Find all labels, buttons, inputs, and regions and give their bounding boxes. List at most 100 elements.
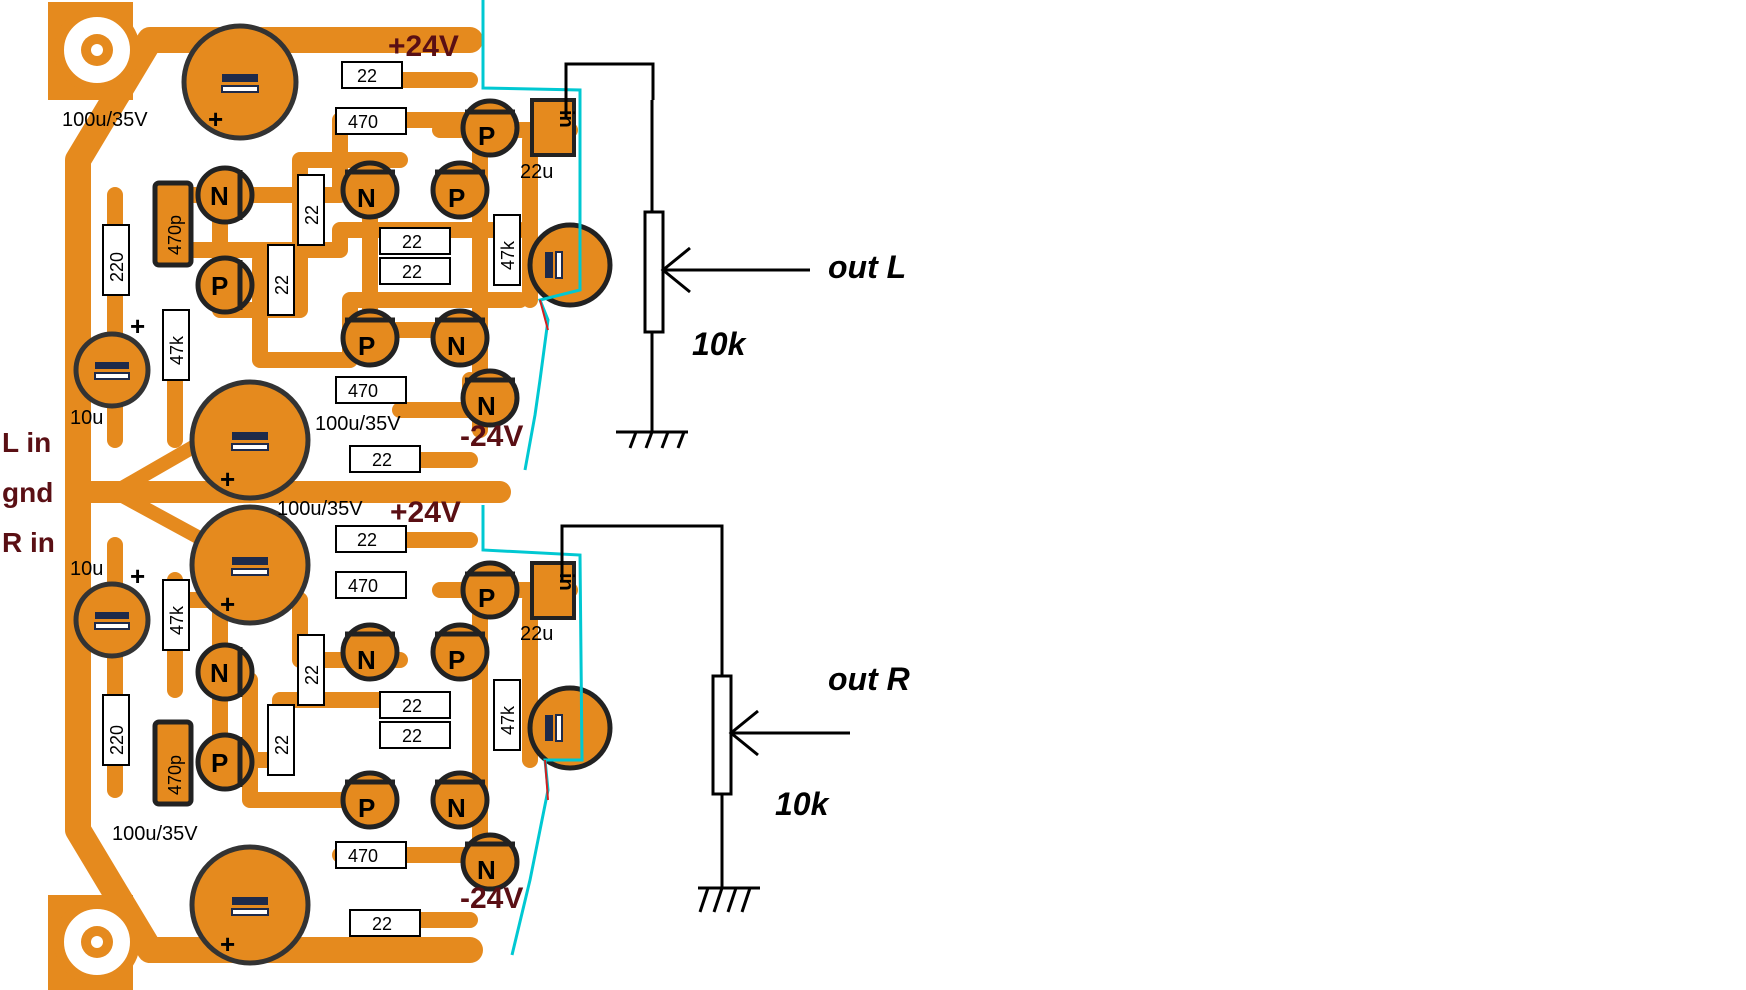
transistor-2: P	[195, 255, 255, 315]
svg-text:22: 22	[402, 232, 422, 252]
cap-in-label: 10u	[70, 558, 103, 580]
channel-left: + 100u/35V + 100u/35V + 10u 22 470 22	[62, 23, 613, 501]
cap-big-1: +	[189, 504, 311, 626]
resistor-b: 470	[335, 107, 407, 135]
transistor-2: P	[195, 732, 255, 792]
cap-in: +	[73, 561, 151, 659]
svg-text:22: 22	[302, 205, 322, 225]
board-cut-edge	[481, 0, 584, 956]
transistor-1: N	[195, 165, 255, 225]
cap-big-2: +	[189, 379, 311, 501]
svg-text:P: P	[478, 583, 495, 613]
l-in-label: L in	[2, 427, 51, 458]
svg-text:P: P	[448, 645, 465, 675]
svg-text:22: 22	[372, 914, 392, 934]
svg-text:22: 22	[357, 66, 377, 86]
svg-text:N: N	[357, 645, 376, 675]
transistor-3: N	[340, 160, 400, 220]
svg-text:470p: 470p	[165, 755, 185, 795]
svg-text:+: +	[130, 561, 145, 591]
svg-text:47k: 47k	[498, 240, 518, 270]
minus24-top-label: -24V	[460, 420, 523, 453]
transistor-5: P	[460, 560, 520, 620]
svg-text:470: 470	[348, 846, 378, 866]
cap-in: +	[73, 311, 151, 409]
transistor-4: P	[430, 160, 490, 220]
resistor-f: 22	[267, 704, 295, 776]
out-marker: in	[530, 561, 577, 620]
svg-text:220: 220	[107, 252, 127, 282]
svg-text:22: 22	[402, 696, 422, 716]
transistor-7: N	[430, 308, 490, 368]
svg-text:in: in	[555, 573, 577, 591]
svg-text:47k: 47k	[167, 605, 187, 635]
svg-text:+: +	[208, 104, 223, 134]
output-pot-right	[560, 524, 850, 913]
resistor-h: 22	[349, 445, 421, 473]
cap-out-label: 22u	[520, 623, 553, 645]
output-pot-left	[564, 62, 810, 449]
resistor-c: 22	[297, 634, 325, 706]
svg-text:N: N	[210, 658, 229, 688]
cap-in-label: 10u	[70, 407, 103, 429]
svg-text:47k: 47k	[498, 705, 518, 735]
transistor-6: P	[340, 308, 400, 368]
cap-out-label: 22u	[520, 161, 553, 183]
svg-text:+: +	[130, 311, 145, 341]
resistor-g: 470	[335, 376, 407, 404]
resistor-d: 22	[379, 691, 451, 719]
svg-text:P: P	[211, 271, 228, 301]
svg-text:22: 22	[357, 530, 377, 550]
transistor-7: N	[430, 770, 490, 830]
svg-text:P: P	[478, 121, 495, 151]
svg-text:+: +	[220, 929, 235, 959]
svg-text:22: 22	[272, 735, 292, 755]
svg-text:22: 22	[272, 275, 292, 295]
resistor-c: 22	[297, 174, 325, 246]
svg-text:+: +	[220, 589, 235, 619]
cap-out	[527, 222, 613, 308]
transistor-6: P	[340, 770, 400, 830]
svg-text:22: 22	[372, 450, 392, 470]
cap-big-1-label: 100u/35V	[62, 109, 148, 131]
svg-text:N: N	[447, 331, 466, 361]
svg-text:470p: 470p	[165, 215, 185, 255]
pot-r-label: 10k	[775, 786, 831, 822]
transistor-8: N	[460, 832, 520, 892]
svg-text:22: 22	[402, 726, 422, 746]
cap-big-2-label: 100u/35V	[315, 413, 401, 435]
resistor-fb: 47k	[162, 309, 190, 381]
cap-comp: 470p	[152, 180, 194, 268]
transistor-1: N	[195, 642, 255, 702]
svg-text:N: N	[477, 391, 496, 421]
out-r-label: out R	[828, 661, 910, 697]
resistor-e: 22	[379, 721, 451, 749]
svg-text:+: +	[220, 464, 235, 494]
resistor-fb2: 47k	[493, 679, 521, 751]
transistor-4: P	[430, 622, 490, 682]
resistor-d: 22	[379, 227, 451, 255]
resistor-h: 22	[349, 909, 421, 937]
svg-text:N: N	[210, 181, 229, 211]
plus24-bottom-label: +24V	[390, 496, 461, 529]
gnd-label: gnd	[2, 477, 53, 508]
svg-text:P: P	[448, 183, 465, 213]
resistor-fb2: 47k	[493, 214, 521, 286]
channel-right: + 100u/35V + 100u/35V + 10u 22 470 22 22	[70, 498, 613, 966]
cap-big-1: +	[181, 23, 299, 141]
resistor-g: 470	[335, 841, 407, 869]
plus24-top-label: +24V	[388, 30, 459, 63]
resistor-a: 22	[341, 61, 403, 89]
transistor-5: P	[460, 98, 520, 158]
cap-big-1-label: 100u/35V	[277, 498, 363, 520]
mounting-hole-top	[48, 2, 140, 100]
cap-big-2: +	[189, 844, 311, 966]
svg-text:P: P	[358, 331, 375, 361]
svg-text:N: N	[357, 183, 376, 213]
svg-text:22: 22	[402, 262, 422, 282]
cap-comp: 470p	[152, 719, 194, 807]
svg-text:N: N	[477, 855, 496, 885]
svg-text:P: P	[358, 793, 375, 823]
cap-out	[527, 685, 613, 771]
resistor-e: 22	[379, 257, 451, 285]
